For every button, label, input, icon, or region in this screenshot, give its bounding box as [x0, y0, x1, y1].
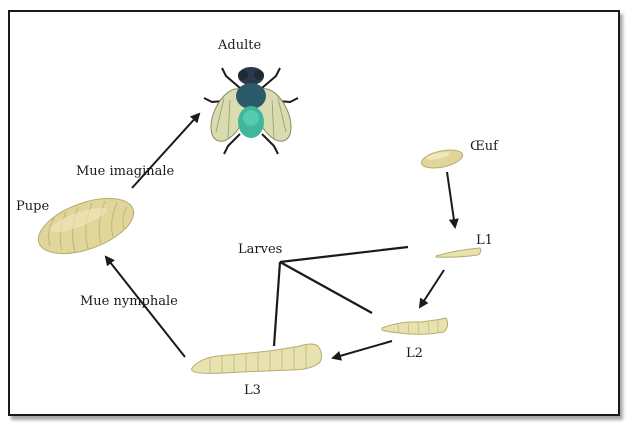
arrow-egg-to-l1	[447, 172, 455, 227]
label-egg: Œuf	[470, 139, 499, 154]
label-l2: L2	[406, 346, 423, 361]
larva-l3-icon	[192, 344, 322, 373]
egg-icon	[420, 147, 464, 171]
larva-l1-icon	[436, 248, 481, 257]
label-larvae: Larves	[238, 242, 282, 257]
arrow-l1-to-l2	[420, 270, 444, 307]
label-l3: L3	[244, 383, 261, 398]
larva-l2-icon	[382, 318, 448, 334]
arrow-l2-to-l3	[333, 341, 392, 358]
fly-icon	[204, 67, 299, 154]
label-pupa: Pupe	[16, 199, 49, 214]
label-nymphal-molt: Mue nymphale	[80, 294, 178, 309]
label-l1: L1	[476, 233, 493, 248]
label-adult: Adulte	[217, 38, 261, 53]
label-imaginal-molt: Mue imaginale	[76, 164, 175, 179]
